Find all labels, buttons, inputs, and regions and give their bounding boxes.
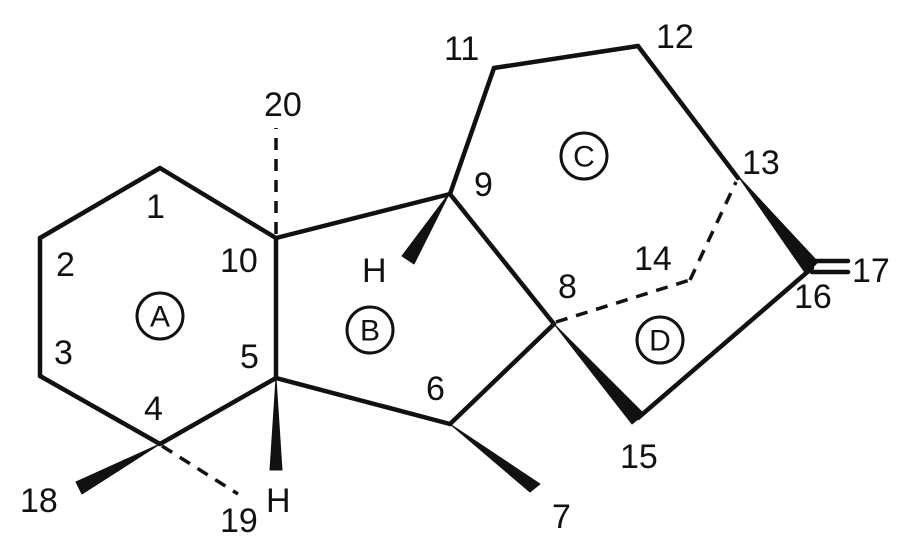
dashed-bond-14-13: [688, 181, 738, 281]
dashed-bonds: [161, 128, 738, 496]
ring-b-letter: B: [360, 315, 380, 348]
wedge-bond-9-h: [401, 191, 451, 265]
bond-6-5: [273, 375, 453, 427]
ring-d-bonds: [635, 265, 815, 421]
bond-4-5: [157, 375, 279, 447]
bond-9-8: [447, 191, 557, 327]
atom-label-20: 20: [264, 86, 302, 124]
wedge-bond-5-h: [269, 377, 283, 471]
atom-label-11: 11: [444, 30, 479, 68]
hydrogen-label-c5: H: [266, 482, 291, 520]
atom-number-labels: 1 2 3 4 5 6 7 8 9 10 11 12 13 14 15 16 1…: [20, 18, 890, 540]
wedge-bonds: [75, 175, 819, 495]
atom-label-4: 4: [144, 390, 163, 428]
atom-label-7: 7: [552, 498, 571, 536]
bond-1-2: [37, 165, 163, 241]
ring-b-bonds: [273, 191, 557, 427]
ring-a-circle: [135, 291, 185, 341]
atom-label-19: 19: [220, 502, 258, 540]
atom-label-15: 15: [620, 438, 658, 476]
atom-label-14: 14: [634, 240, 672, 278]
atom-label-16: 16: [794, 278, 832, 316]
ring-a-letter: A: [150, 301, 170, 334]
atom-label-10: 10: [220, 242, 258, 280]
ring-c-letter: C: [573, 141, 595, 174]
hydrogen-labels: H H: [266, 252, 387, 520]
ring-c-circle: [559, 131, 609, 181]
ring-a-bonds: [37, 165, 279, 447]
bond-8-6: [447, 321, 557, 427]
atom-label-2: 2: [56, 246, 75, 284]
atom-label-13: 13: [742, 144, 780, 182]
hydrogen-label-c9: H: [362, 252, 387, 290]
dashed-bond-4-19: [161, 444, 239, 496]
ring-d-circle: [635, 315, 685, 365]
ring-c-bonds: [447, 43, 741, 197]
atom-label-5: 5: [240, 338, 259, 376]
wedge-bond-4-18: [75, 443, 161, 495]
bond-10-9: [273, 191, 453, 241]
bond-10-1: [157, 165, 279, 241]
bond-9-11: [447, 65, 497, 197]
atom-label-8: 8: [558, 268, 577, 306]
atom-label-9: 9: [474, 166, 493, 204]
bond-15-16: [635, 265, 815, 421]
bond-3-4: [37, 373, 163, 447]
ring-d-letter: D: [649, 325, 671, 358]
ring-label-c: C: [559, 131, 609, 181]
ring-label-a: A: [135, 291, 185, 341]
atom-label-12: 12: [656, 18, 694, 56]
wedge-bond-8-15: [553, 323, 645, 425]
dashed-bond-8-14: [555, 278, 691, 324]
atom-label-18: 18: [20, 482, 58, 520]
atom-label-17: 17: [852, 252, 890, 290]
ring-label-b: B: [345, 305, 395, 355]
bond-12-13: [635, 43, 741, 181]
wedge-bond-6-7: [449, 423, 541, 493]
atom-label-3: 3: [54, 334, 73, 372]
atom-label-6: 6: [426, 370, 445, 408]
atom-label-1: 1: [146, 188, 165, 226]
ring-label-d: D: [635, 315, 685, 365]
bond-11-12: [491, 43, 641, 71]
wedge-bond-13-16: [737, 175, 819, 275]
ring-b-circle: [345, 305, 395, 355]
double-bond-16-17: [809, 258, 851, 275]
